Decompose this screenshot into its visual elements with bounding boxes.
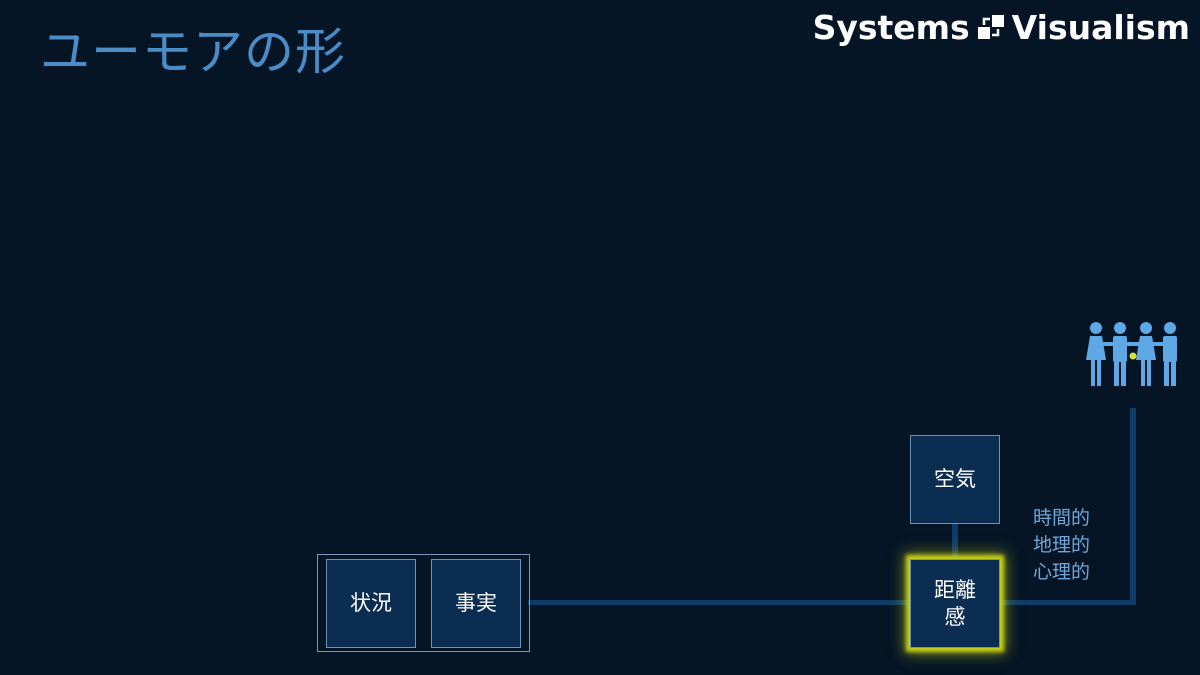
logo-icon [977,14,1004,39]
distance-types-list: 時間的 地理的 心理的 [1033,505,1090,586]
connector-vertical-right [1130,408,1136,605]
box-sense-of-distance-label: 距離 感 [934,578,976,629]
group-of-people-icon [1086,322,1177,386]
connector-horizontal [528,600,1136,605]
box-sense-of-distance: 距離 感 [910,559,1000,648]
box-situation: 状況 [326,559,416,648]
box-atmosphere: 空気 [910,435,1000,524]
page-title: ユーモアの形 [40,23,346,81]
connector-vertical-top [952,522,958,560]
distance-type-temporal: 時間的 [1033,507,1091,529]
logo-text-visualism: Visualism [1011,8,1190,47]
distance-type-psychological: 心理的 [1033,561,1091,583]
brand-logo: Systems Visualism [813,8,1190,47]
distance-type-geographic: 地理的 [1033,534,1091,556]
box-fact: 事実 [431,559,521,648]
situation-fact-group [317,554,530,652]
logo-text-systems: Systems [812,8,970,47]
